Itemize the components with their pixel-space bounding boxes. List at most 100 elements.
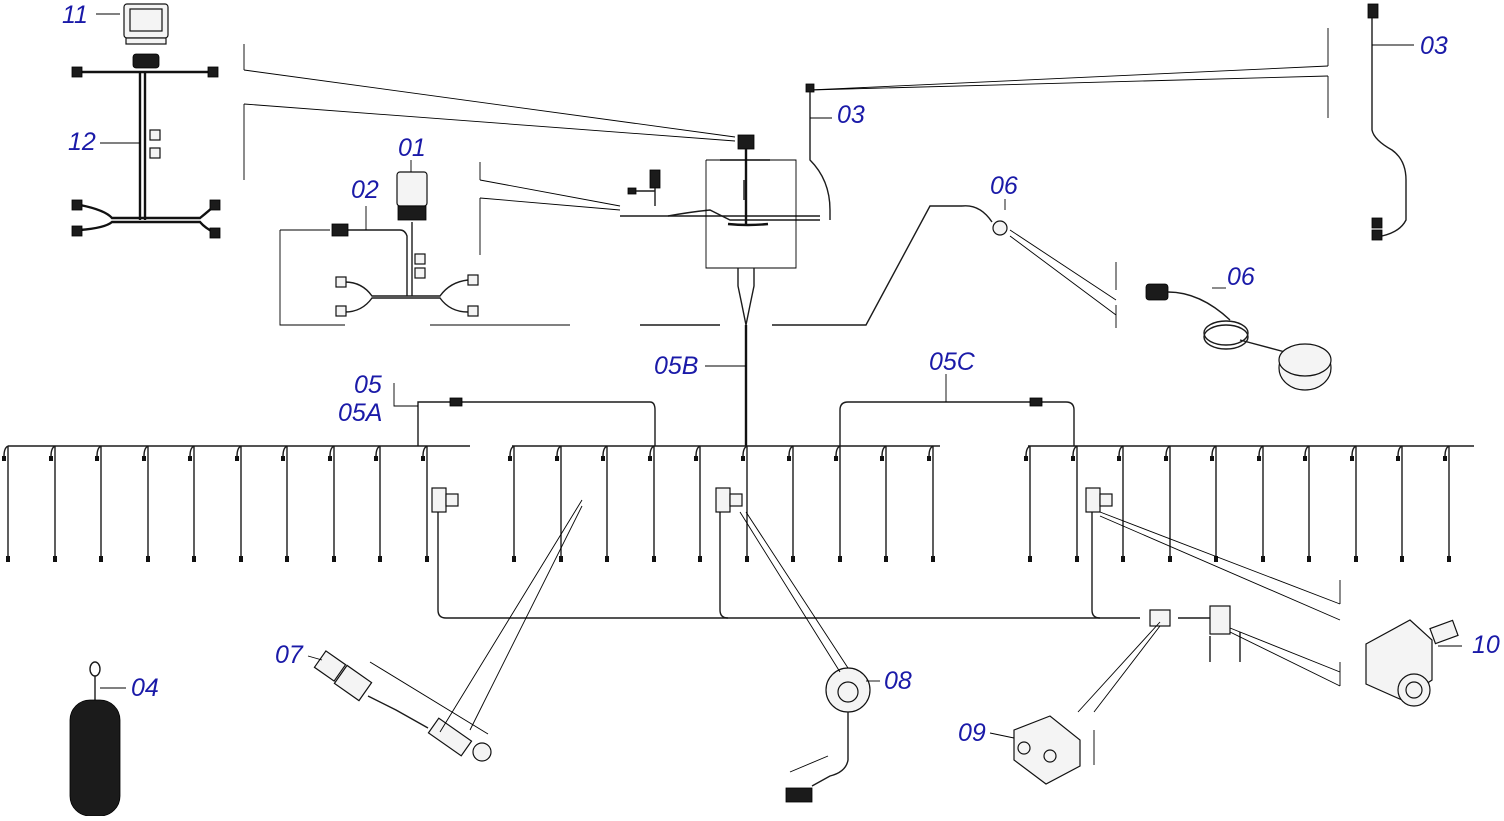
nozzle-connector bbox=[421, 456, 425, 461]
nozzle-connector bbox=[95, 456, 99, 461]
sensor-06 bbox=[961, 205, 1008, 236]
nozzle-connector bbox=[1261, 556, 1265, 562]
nozzle-connector bbox=[53, 556, 57, 562]
nozzle-connector bbox=[838, 556, 842, 562]
valve-block-09 bbox=[1013, 715, 1081, 785]
nozzle-connector bbox=[652, 556, 656, 562]
nozzle-connector bbox=[1303, 456, 1307, 461]
nozzle-connector bbox=[6, 556, 10, 562]
callout-12: 12 bbox=[68, 128, 96, 156]
nozzle-connector bbox=[1075, 556, 1079, 562]
nozzle-connector bbox=[884, 556, 888, 562]
nozzle-connector bbox=[512, 556, 516, 562]
section-valve-right bbox=[1085, 487, 1113, 513]
nozzle-drop bbox=[1165, 445, 1171, 556]
nozzle-drop bbox=[881, 445, 887, 556]
nozzle-drop bbox=[602, 445, 608, 556]
nozzle-drop bbox=[556, 445, 562, 556]
nozzle-connector bbox=[694, 456, 698, 461]
nozzle-drop bbox=[788, 445, 794, 556]
nozzle-connector bbox=[1164, 456, 1168, 461]
nozzle-connector bbox=[601, 456, 605, 461]
sensor-detail-06 bbox=[1145, 283, 1332, 391]
callout-05c: 05C bbox=[929, 348, 975, 376]
nozzle-connector bbox=[1443, 456, 1447, 461]
nozzle-connector bbox=[239, 556, 243, 562]
callout-07: 07 bbox=[275, 641, 303, 669]
nozzle-connector bbox=[378, 556, 382, 562]
nozzle-connector bbox=[235, 456, 239, 461]
callout-05b: 05B bbox=[654, 352, 699, 380]
nozzle-connector bbox=[332, 556, 336, 562]
nozzle-drop bbox=[50, 445, 56, 556]
nozzle-drop bbox=[742, 445, 748, 556]
flowmeter-08 bbox=[785, 667, 871, 803]
nozzle-drop bbox=[329, 445, 335, 556]
callout-04: 04 bbox=[131, 674, 159, 702]
nozzle-connector bbox=[1071, 456, 1075, 461]
nozzle-connector bbox=[927, 456, 931, 461]
callout-09: 09 bbox=[958, 719, 986, 747]
nozzle-drop bbox=[1258, 445, 1264, 556]
boom-harness-05 bbox=[8, 397, 1474, 662]
nozzle-connector bbox=[1307, 556, 1311, 562]
nozzle-connector bbox=[1350, 456, 1354, 461]
nozzle-drop bbox=[1444, 445, 1450, 556]
callout-05a: 05A bbox=[338, 399, 383, 427]
nozzle-connector bbox=[834, 456, 838, 461]
nozzle-connector bbox=[425, 556, 429, 562]
nozzle-connector bbox=[1117, 456, 1121, 461]
callout-06-detail: 06 bbox=[1227, 263, 1255, 291]
extension-cable-03 bbox=[1367, 3, 1407, 241]
nozzle-drop bbox=[509, 445, 515, 556]
nozzle-drop bbox=[695, 445, 701, 556]
nozzle-drop bbox=[1118, 445, 1124, 556]
nozzle-connector bbox=[931, 556, 935, 562]
nozzle-connector bbox=[508, 456, 512, 461]
callout-08: 08 bbox=[884, 667, 912, 695]
nozzle-drop bbox=[96, 445, 102, 556]
nozzle-connector bbox=[1396, 456, 1400, 461]
nozzle-connector bbox=[1028, 556, 1032, 562]
nozzle-connector bbox=[1257, 456, 1261, 461]
brush-04 bbox=[69, 661, 121, 817]
nozzle-connector bbox=[1214, 556, 1218, 562]
callout-06-small: 06 bbox=[990, 172, 1018, 200]
callout-01: 01 bbox=[398, 134, 426, 162]
nozzle-connector bbox=[787, 456, 791, 461]
nozzle-connector bbox=[1210, 456, 1214, 461]
nozzle-connector bbox=[49, 456, 53, 461]
nozzle-connector bbox=[99, 556, 103, 562]
harness-02 bbox=[331, 222, 479, 317]
pump-10 bbox=[1365, 619, 1459, 707]
nozzle-drop bbox=[1072, 445, 1078, 556]
nozzle-connector bbox=[791, 556, 795, 562]
nozzle-drop bbox=[375, 445, 381, 556]
nozzle-drop bbox=[928, 445, 934, 556]
nozzle-connector bbox=[2, 456, 6, 461]
cab-harness-12 bbox=[71, 53, 221, 239]
nozzle-drop bbox=[3, 445, 9, 556]
nozzle-connector bbox=[281, 456, 285, 461]
nozzle-connector bbox=[1400, 556, 1404, 562]
nozzle-connector bbox=[741, 456, 745, 461]
callout-03-right: 03 bbox=[1420, 32, 1448, 60]
nozzle-drop bbox=[1351, 445, 1357, 556]
nozzle-drop bbox=[1211, 445, 1217, 556]
nozzle-connector bbox=[192, 556, 196, 562]
nozzle-drop bbox=[1304, 445, 1310, 556]
nozzle-connector bbox=[142, 456, 146, 461]
nozzle-connector bbox=[605, 556, 609, 562]
nozzle-drop bbox=[422, 445, 428, 556]
nozzle-drop bbox=[282, 445, 288, 556]
nozzle-drops bbox=[2, 445, 1451, 562]
terminal-11 bbox=[123, 3, 169, 45]
nozzle-connector bbox=[1024, 456, 1028, 461]
nozzle-connector bbox=[146, 556, 150, 562]
callout-11: 11 bbox=[62, 1, 88, 29]
nozzle-drop bbox=[649, 445, 655, 556]
nozzle-connector bbox=[1354, 556, 1358, 562]
nozzle-connector bbox=[285, 556, 289, 562]
